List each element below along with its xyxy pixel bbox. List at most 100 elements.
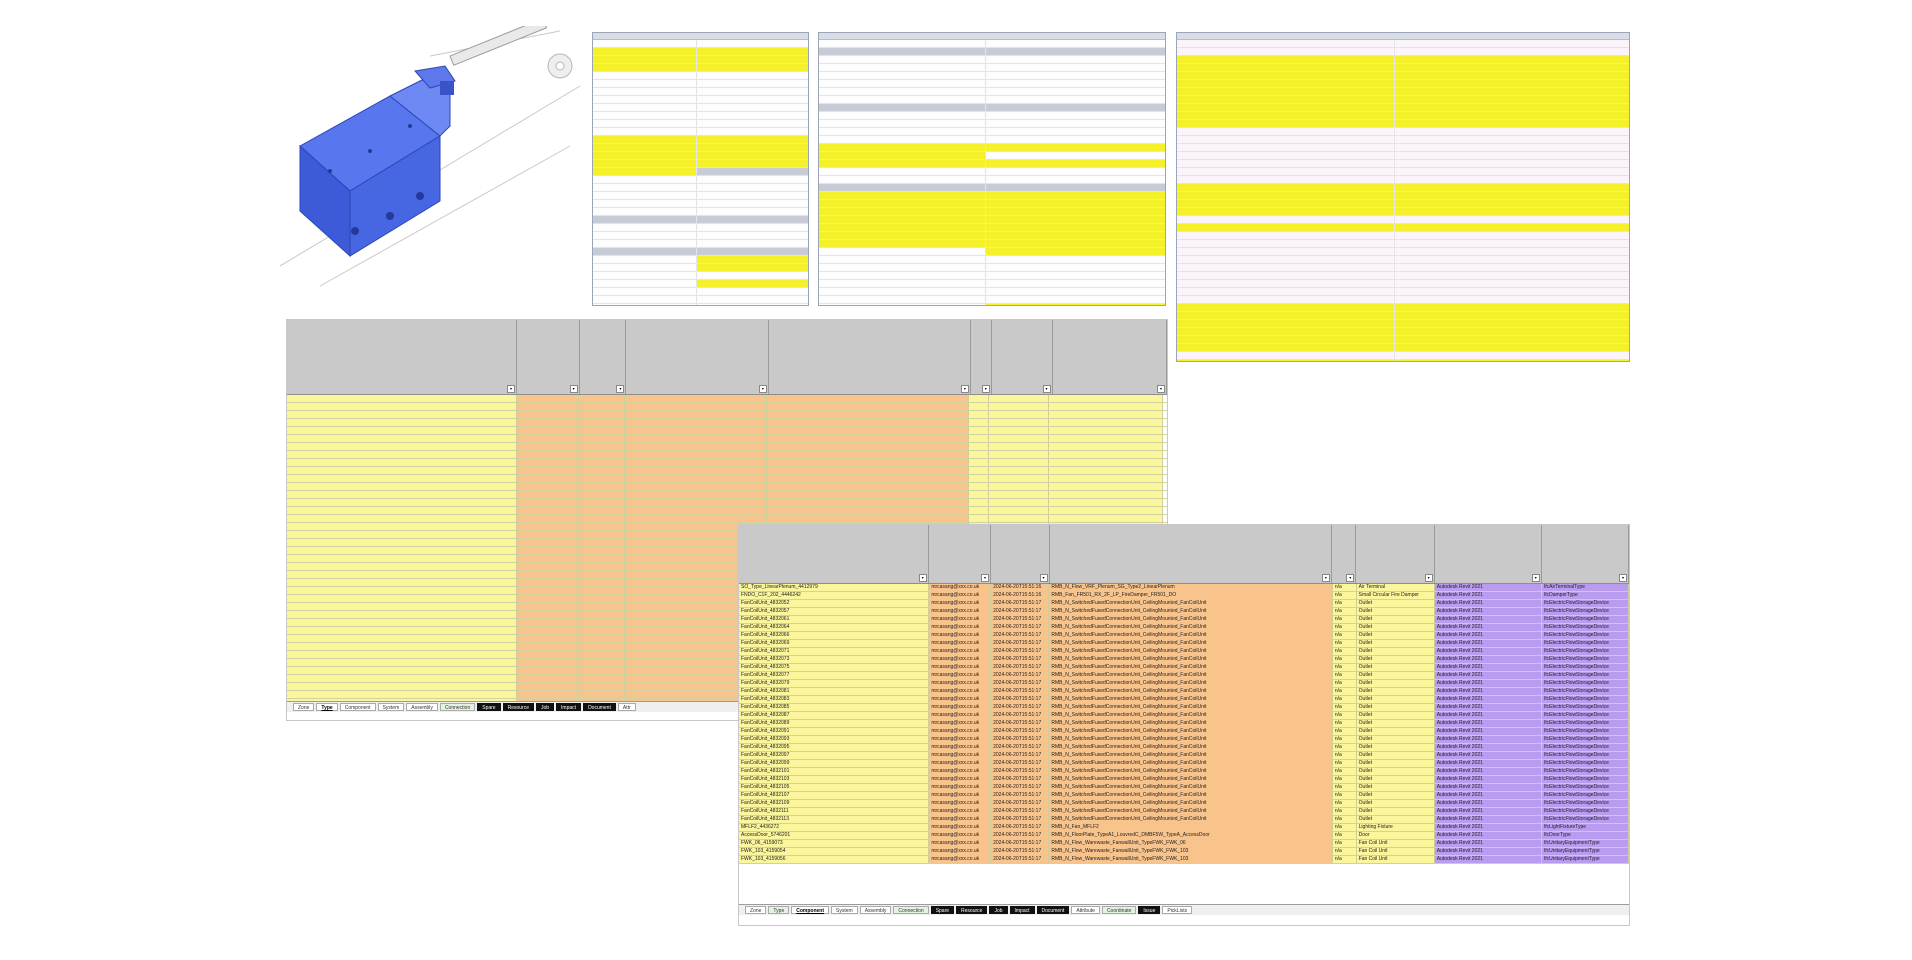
tab-document[interactable]: Document [1036,906,1070,914]
property-row[interactable] [593,56,808,64]
filter-dropdown-icon[interactable]: ▾ [1039,574,1048,582]
property-row[interactable] [819,256,1165,264]
property-row[interactable] [819,240,1165,248]
property-row[interactable] [593,96,808,104]
property-row[interactable] [819,136,1165,144]
filter-dropdown-icon[interactable]: ▾ [918,574,927,582]
property-row[interactable] [1177,336,1629,344]
property-row[interactable] [819,72,1165,80]
property-row[interactable] [1177,280,1629,288]
property-row[interactable] [819,56,1165,64]
column-header[interactable]: ▾ [971,320,992,394]
property-row[interactable] [593,48,808,56]
filter-dropdown-icon[interactable]: ▾ [1424,574,1433,582]
property-row[interactable] [1177,168,1629,176]
property-row[interactable] [819,200,1165,208]
column-header[interactable]: ▾ [992,320,1053,394]
property-row[interactable] [819,192,1165,200]
property-row[interactable] [593,128,808,136]
property-row[interactable] [1177,48,1629,56]
property-row[interactable] [819,168,1165,176]
property-row[interactable] [1177,184,1629,192]
tab-issue[interactable]: Issue [1138,906,1161,914]
filter-dropdown-icon[interactable]: ▾ [1042,385,1051,393]
tab-coordinate[interactable]: Coordinate [1101,906,1137,914]
property-row[interactable] [819,160,1165,168]
property-row[interactable] [819,120,1165,128]
tab-component[interactable]: Component [791,906,830,914]
column-header[interactable]: ▾ [769,320,971,394]
filter-dropdown-icon[interactable]: ▾ [506,385,515,393]
property-row[interactable] [1177,40,1629,48]
property-row[interactable] [1177,240,1629,248]
table-row[interactable] [287,475,1167,483]
property-row[interactable] [1177,216,1629,224]
property-row[interactable] [593,120,808,128]
property-row[interactable] [1177,328,1629,336]
tab-type[interactable]: Type [316,703,338,711]
tab-connection[interactable]: Connection [893,906,929,914]
filter-dropdown-icon[interactable]: ▾ [1619,574,1628,582]
table-row[interactable] [287,443,1167,451]
property-row[interactable] [1177,120,1629,128]
property-row[interactable] [819,224,1165,232]
property-row[interactable] [593,288,808,296]
property-row[interactable] [593,208,808,216]
property-row[interactable] [593,224,808,232]
property-row[interactable] [593,72,808,80]
property-row[interactable] [1177,344,1629,352]
property-row[interactable] [1177,192,1629,200]
property-row[interactable] [1177,176,1629,184]
property-row[interactable] [1177,304,1629,312]
property-row[interactable] [1177,288,1629,296]
column-header[interactable]: ▾ [580,320,627,394]
property-row[interactable] [819,304,1165,305]
filter-dropdown-icon[interactable]: ▾ [1346,574,1355,582]
property-row[interactable] [819,104,1165,112]
tab-picklists[interactable]: PickLists [1162,906,1193,914]
property-row[interactable] [1177,200,1629,208]
column-header[interactable]: ▾ [517,320,580,394]
filter-dropdown-icon[interactable]: ▾ [960,385,969,393]
property-row[interactable] [593,240,808,248]
property-row[interactable] [819,208,1165,216]
tab-impact[interactable]: Impact [556,703,582,711]
tab-type[interactable]: Type [768,906,790,914]
table-row[interactable] [287,403,1167,411]
tab-job[interactable]: Job [989,906,1008,914]
property-row[interactable] [819,96,1165,104]
column-header[interactable]: ▾ [1050,525,1332,583]
filter-dropdown-icon[interactable]: ▾ [1321,574,1330,582]
property-row[interactable] [1177,144,1629,152]
tab-attr[interactable]: Attr [617,703,636,711]
filter-dropdown-icon[interactable]: ▾ [1157,385,1166,393]
property-row[interactable] [1177,88,1629,96]
property-row[interactable] [593,272,808,280]
tab-component[interactable]: Component [339,703,376,711]
property-row[interactable] [819,280,1165,288]
property-row[interactable] [1177,360,1629,361]
property-row[interactable] [1177,112,1629,120]
property-row[interactable] [593,40,808,48]
filter-dropdown-icon[interactable]: ▾ [1531,574,1540,582]
property-row[interactable] [819,216,1165,224]
